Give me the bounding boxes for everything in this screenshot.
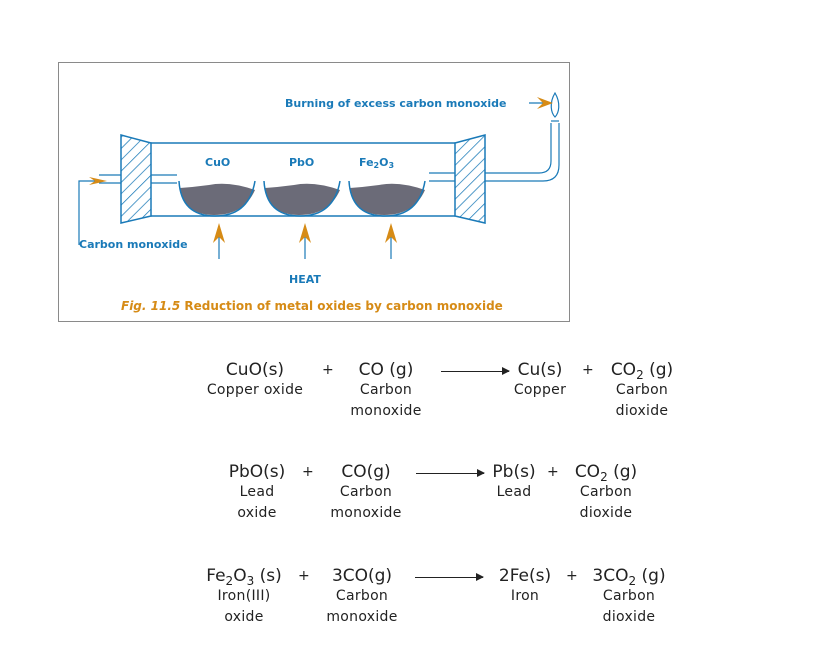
plus-sign: + [547,464,559,480]
fe2o3-label: Fe2O3 [359,156,395,170]
name-line2: monoxide [330,505,402,521]
product-2: CO2 (g) Carbon dioxide [564,462,648,524]
formula-post: (g) [643,360,674,380]
formula: CO(g) [341,462,391,482]
formula-post: (g) [636,566,666,586]
formula: Fe2O3 (s) [196,566,292,588]
figure-caption: Fig. 11.5 Reduction of metal oxides by c… [121,299,503,313]
pbo-label: PbO [289,156,315,169]
product-2: 3CO2 (g) Carbon dioxide [582,566,676,628]
formula-sub: 2 [600,470,608,484]
reactant-1: CuO(s) Copper oxide [196,360,314,401]
formula-mid: O [233,566,247,586]
formula-pre: CO [610,360,637,380]
name: Lead [496,484,532,500]
product-1: Pb(s) Lead [484,462,544,503]
formula: Pb(s) [492,462,536,482]
name: Carbon [339,484,393,500]
formula: CO2 (g) [600,360,684,382]
formula-post: (s) [254,566,282,586]
name-line2: dioxide [615,403,669,419]
reactant-2: 3CO(g) Carbon monoxide [316,566,408,628]
name: Carbon [615,382,669,398]
formula-post: (g) [607,462,638,482]
name-line2: oxide [237,505,277,521]
name-line2: monoxide [326,609,398,625]
formula-sub2: 3 [246,574,255,588]
formula: CO (g) [358,360,414,380]
boat-pbo [263,180,341,217]
name-line2: dioxide [602,609,656,625]
inlet-arrow [89,177,107,185]
boat-fe2o3 [348,180,426,217]
name: Carbon [579,484,633,500]
reaction-arrow [441,367,510,375]
reactant-2: CO (g) Carbon monoxide [340,360,432,422]
left-stopper [120,134,152,224]
reactant-1: Fe2O3 (s) Iron(III) oxide [196,566,292,628]
name: Copper oxide [206,382,304,398]
flame-icon [550,91,560,118]
formula: PbO(s) [228,462,286,482]
inlet-tube [78,174,177,245]
right-stopper [454,134,486,224]
name-line2: oxide [224,609,264,625]
name: Iron [510,588,540,604]
formula-pre: Fe [206,566,226,586]
plus-sign: + [582,362,594,378]
plus-sign: + [302,464,314,480]
equation-fe2o3: Fe2O3 (s) Iron(III) oxide + 3CO(g) Carbo… [0,566,815,636]
caption-text: Reduction of metal oxides by carbon mono… [180,299,503,313]
plus-sign: + [298,568,310,584]
reactant-2: CO(g) Carbon monoxide [320,462,412,524]
plus-sign: + [566,568,578,584]
outlet-tube [429,123,560,182]
name-line2: dioxide [579,505,633,521]
heat-arrow-1 [213,223,225,259]
name: Iron(III) [217,588,271,604]
formula: 3CO2 (g) [582,566,676,588]
name-line2: monoxide [350,403,422,419]
reactant-1: PbO(s) Lead oxide [220,462,294,524]
product-1: Cu(s) Copper [505,360,575,401]
burning-arrow [537,97,553,109]
formula-pre: 3CO [592,566,629,586]
formula: 2Fe(s) [498,566,552,586]
fe2o3-sub1: 2 [373,161,380,170]
product-1: 2Fe(s) Iron [490,566,560,607]
fe2o3-sub2: 3 [388,161,395,170]
heat-label: HEAT [289,273,321,286]
burning-label: Burning of excess carbon monoxide [285,97,507,110]
heat-arrow-3 [385,223,397,259]
formula-sub: 2 [628,574,637,588]
name: Copper [513,382,567,398]
formula: Cu(s) [517,360,563,380]
apparatus-drawing [78,91,560,259]
reaction-arrow [415,573,484,581]
formula-sub1: 2 [225,574,234,588]
fe2o3-fe: Fe [359,156,374,169]
formula-sub: 2 [636,368,644,382]
name: Carbon [359,382,413,398]
formula: CuO(s) [225,360,285,380]
product-2: CO2 (g) Carbon dioxide [600,360,684,422]
reaction-arrow [416,469,485,477]
name: Carbon [335,588,389,604]
apparatus-figure: Burning of excess carbon monoxide CuO Pb… [58,62,570,322]
cuo-label: CuO [205,156,231,169]
formula: 3CO(g) [331,566,393,586]
equation-cuo: CuO(s) Copper oxide + CO (g) Carbon mono… [0,360,815,430]
boat-cuo [178,180,256,217]
name: Lead [239,484,275,500]
fe2o3-o: O [379,156,389,169]
equation-pbo: PbO(s) Lead oxide + CO(g) Carbon monoxid… [0,462,815,532]
heat-arrow-2 [299,223,311,259]
carbon-monoxide-label: Carbon monoxide [79,238,188,251]
plus-sign: + [322,362,334,378]
formula-pre: CO [574,462,601,482]
formula: CO2 (g) [564,462,648,484]
caption-prefix: Fig. 11.5 [121,299,181,313]
name: Carbon [602,588,656,604]
